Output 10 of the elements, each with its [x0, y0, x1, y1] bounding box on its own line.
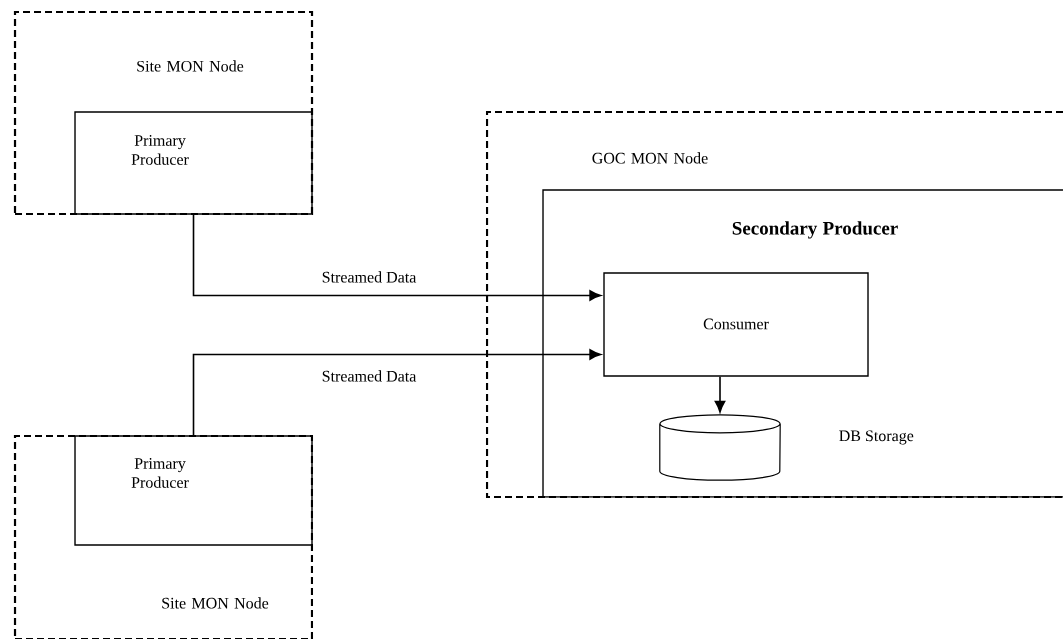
arrow	[714, 375, 726, 413]
arrow	[192, 213, 602, 301]
arrow	[192, 349, 602, 437]
storage-cylinder	[659, 414, 781, 481]
beside-label: DB Storage	[839, 430, 914, 445]
edge-label: Streamed Data	[319, 368, 419, 384]
edge-label: Streamed Data	[319, 269, 419, 285]
component-box: Primary Producer	[74, 111, 313, 215]
component-box: Primary Producer	[74, 435, 313, 546]
component-box: Consumer	[603, 272, 869, 377]
